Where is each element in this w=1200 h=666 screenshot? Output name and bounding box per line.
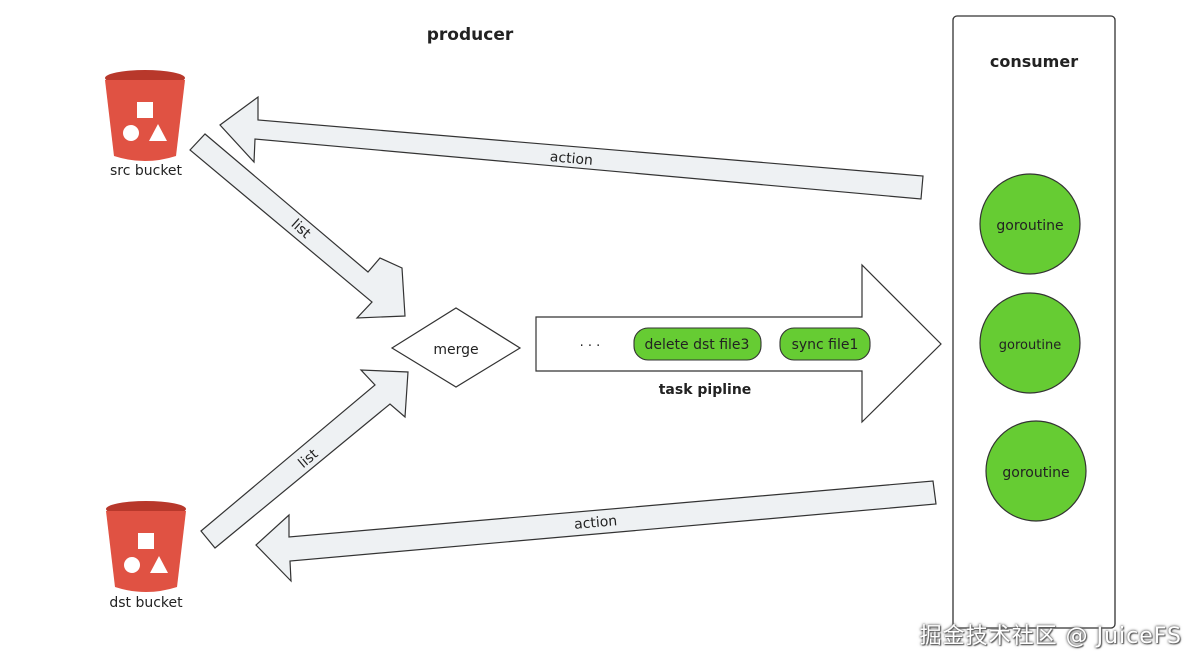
pipeline-ellipsis: · · · — [580, 339, 601, 354]
task-sync-file1-label: sync file1 — [792, 337, 859, 353]
goroutine-label: goroutine — [999, 338, 1061, 353]
task-delete-dst-file3 — [633, 327, 762, 361]
goroutine-2: goroutine — [979, 292, 1081, 394]
goroutine-1: goroutine — [979, 173, 1081, 275]
action-arrow-dst-label: action — [573, 513, 617, 533]
goroutine-label: goroutine — [996, 218, 1063, 234]
task-delete-dst-file3-label: delete dst file3 — [645, 337, 750, 353]
dst-bucket-icon — [106, 501, 186, 592]
list-arrow-src: list — [189, 133, 406, 319]
task-sync-file1 — [779, 327, 871, 361]
producer-title: producer — [427, 25, 514, 45]
watermark: 掘金技术社区 @ JuiceFS — [919, 624, 1182, 649]
list-arrow-dst: list — [200, 369, 409, 549]
merge-node: merge — [390, 307, 522, 388]
goroutine-3: goroutine — [985, 420, 1087, 522]
task-pipeline-label: task pipline — [659, 382, 752, 398]
consumer-title: consumer — [990, 52, 1078, 71]
merge-label: merge — [433, 342, 478, 358]
src-bucket-icon — [105, 70, 185, 161]
task-pipeline-arrow: · · · delete dst file3 sync file1 — [535, 263, 942, 424]
action-arrow-src-label: action — [549, 149, 593, 169]
dst-bucket-label: dst bucket — [109, 595, 183, 611]
goroutine-label: goroutine — [1002, 465, 1069, 481]
action-arrow-dst: action — [255, 480, 937, 583]
src-bucket-label: src bucket — [110, 163, 183, 179]
action-arrow-src: action — [219, 95, 924, 200]
